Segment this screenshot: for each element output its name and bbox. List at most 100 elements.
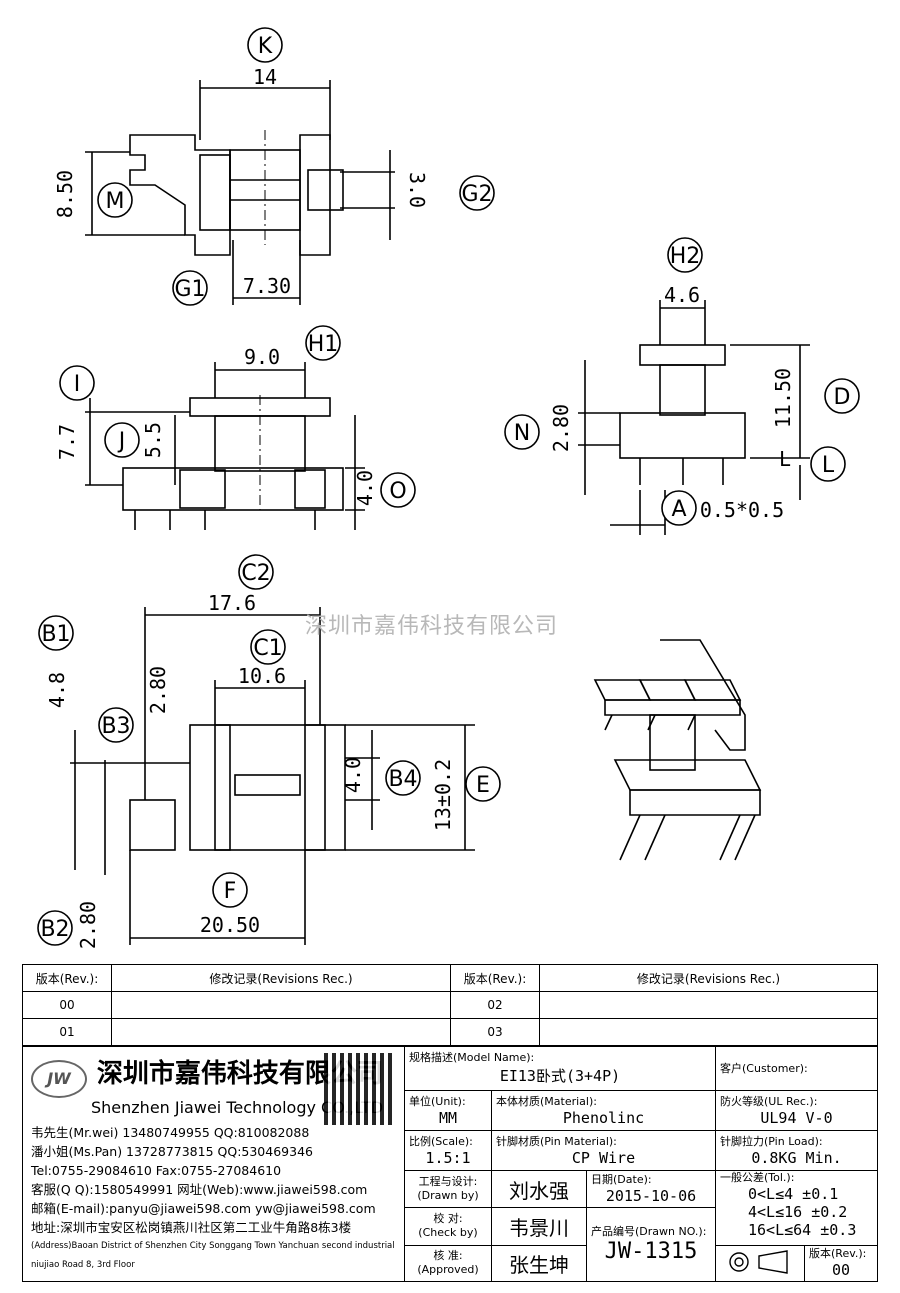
watermark: 深圳市嘉伟科技有限公司: [305, 614, 559, 639]
dim-d: 11.50: [771, 368, 795, 428]
label-a: A: [671, 497, 686, 522]
scale-cell: 比例(Scale): 1.5:1: [404, 1130, 492, 1171]
side-view: [578, 300, 810, 535]
dim-h1: 9.0: [244, 345, 280, 369]
model-name: EI13卧式(3+4P): [499, 1067, 621, 1085]
front-view: [85, 362, 365, 530]
contact-line: 客服(Q Q):1580549991 网址(Web):www.jiawei598…: [31, 1181, 368, 1197]
label-c1: C1: [253, 636, 282, 661]
customer-cell: 客户(Customer):: [715, 1046, 878, 1091]
tolerance-cell: 一般公差(Tol.): 0<L≤4 ±0.1 4<L≤16 ±0.2 16<L≤…: [715, 1170, 878, 1246]
unit-value: MM: [438, 1108, 458, 1127]
scale-value: 1.5:1: [425, 1148, 471, 1167]
rec-cell: [111, 991, 451, 1019]
model-cell: 规格描述(Model Name): EI13卧式(3+4P): [404, 1046, 716, 1091]
dim-b4: 4.0: [341, 757, 365, 793]
revision-table: 版本(Rev.): 修改记录(Revisions Rec.) 版本(Rev.):…: [22, 964, 878, 1046]
label-h2: H2: [670, 244, 701, 269]
label-b4: B4: [388, 767, 417, 792]
contact-line: 潘小姐(Ms.Pan) 13728773815 QQ:530469346: [31, 1143, 313, 1159]
address-en: (Address)Baoan District of Shenzhen City…: [31, 1240, 395, 1270]
date-cell: 日期(Date): 2015-10-06: [586, 1169, 716, 1209]
dim-f: 20.50: [200, 913, 260, 937]
version-cell: 版本(Rev.): 00: [804, 1244, 878, 1282]
label-k: K: [258, 34, 273, 59]
dim-g2: 3.0: [405, 172, 429, 208]
pin-material-cell: 针脚材质(Pin Material): CP Wire: [491, 1130, 716, 1171]
pin-material-value: CP Wire: [571, 1148, 636, 1167]
rec-cell: [539, 991, 878, 1019]
tol-row: 16<L≤64 ±0.3: [748, 1221, 857, 1239]
dim-c2: 17.6: [208, 591, 256, 615]
company-name-en: Shenzhen Jiawei Technology CO.,LTD: [91, 1097, 384, 1117]
approved-caption: 核 准: (Approved): [404, 1244, 492, 1282]
material-cell: 本体材质(Material): Phenolinc: [491, 1090, 716, 1131]
label-g1: G1: [174, 277, 205, 302]
dim-i: 7.7: [55, 424, 79, 460]
label-m: M: [106, 189, 125, 214]
rev-cell: 03: [450, 1018, 540, 1046]
drawn-no-cell: 产品编号(Drawn NO.): JW-1315: [586, 1207, 716, 1282]
dim-b3: 2.80: [146, 666, 170, 714]
dim-b2: 2.80: [76, 901, 100, 949]
rev-cell: 01: [22, 1018, 112, 1046]
rev-header-left: 版本(Rev.):: [22, 964, 112, 992]
projection-symbol-icon: [715, 1244, 805, 1282]
rec-header-right: 修改记录(Revisions Rec.): [539, 964, 878, 992]
dim-c1: 10.6: [238, 664, 286, 688]
rev-cell: 02: [450, 991, 540, 1019]
check-by-value: 韦景川: [491, 1207, 587, 1246]
dim-a: 0.5*0.5: [700, 498, 784, 522]
label-f: F: [224, 879, 237, 904]
pin-load-cell: 针脚拉力(Pin Load): 0.8KG Min.: [715, 1130, 878, 1171]
version-value: 00: [831, 1261, 851, 1279]
rec-cell: [111, 1018, 451, 1046]
company-block: JW 深圳市嘉伟科技有限公司 Shenzhen Jiawei Technolog…: [22, 1046, 405, 1282]
label-l-small: L: [779, 447, 791, 471]
pin-load-value: 0.8KG Min.: [751, 1148, 842, 1167]
contact-line: Tel:0755-29084610 Fax:0755-27084610: [31, 1162, 282, 1178]
dim-h2: 4.6: [664, 283, 700, 307]
label-c2: C2: [241, 561, 270, 586]
title-block: JW 深圳市嘉伟科技有限公司 Shenzhen Jiawei Technolog…: [22, 1046, 878, 1282]
label-l: L: [822, 453, 835, 478]
label-d: D: [834, 385, 851, 410]
drawn-by-caption: 工程与设计: (Drawn by): [404, 1169, 492, 1209]
label-o: O: [389, 479, 406, 504]
date-value: 2015-10-06: [605, 1187, 697, 1206]
label-h1: H1: [308, 332, 339, 357]
label-b3: B3: [101, 714, 130, 739]
label-b2: B2: [40, 917, 69, 942]
rec-cell: [539, 1018, 878, 1046]
tol-row: 4<L≤16 ±0.2: [748, 1203, 848, 1221]
label-i: I: [74, 372, 81, 397]
check-by-caption: 校 对: (Check by): [404, 1207, 492, 1246]
drawn-by-value: 刘水强: [491, 1169, 587, 1209]
revision-row: 00 02: [22, 991, 878, 1019]
material-value: Phenolinc: [562, 1108, 645, 1127]
dim-b1: 4.8: [45, 672, 69, 708]
label-g2: G2: [461, 182, 492, 207]
label-j: J: [117, 429, 126, 454]
dim-n: 2.80: [549, 404, 573, 452]
rev-header-right: 版本(Rev.):: [450, 964, 540, 992]
unit-cell: 单位(Unit): MM: [404, 1090, 492, 1131]
contact-line: 地址:深圳市宝安区松岗镇燕川社区第二工业牛角路8栋3楼: [31, 1219, 352, 1235]
company-logo: JW: [31, 1059, 87, 1098]
approved-value: 张生坤: [491, 1244, 587, 1282]
rec-header-left: 修改记录(Revisions Rec.): [111, 964, 451, 992]
isometric-view: [593, 639, 762, 861]
contact-line: 邮箱(E-mail):panyu@jiawei598.com yw@jiawei…: [31, 1200, 376, 1216]
ul-cell: 防火等级(UL Rec.): UL94 V-0: [715, 1090, 878, 1131]
top-view: [85, 80, 395, 305]
label-n: N: [514, 421, 530, 446]
dim-m: 8.50: [53, 170, 77, 218]
qr-code-icon: [324, 1053, 396, 1125]
dim-j: 5.5: [141, 422, 165, 458]
bottom-view: [70, 607, 475, 945]
engineering-drawing: K M G2 G1 H1 I J O H2 D N L A C2 B1 C1 B…: [37, 27, 860, 949]
dim-o: 4.0: [353, 470, 377, 506]
dim-e: 13±0.2: [431, 759, 455, 831]
tol-row: 0<L≤4 ±0.1: [748, 1185, 839, 1203]
ul-value: UL94 V-0: [760, 1108, 833, 1127]
